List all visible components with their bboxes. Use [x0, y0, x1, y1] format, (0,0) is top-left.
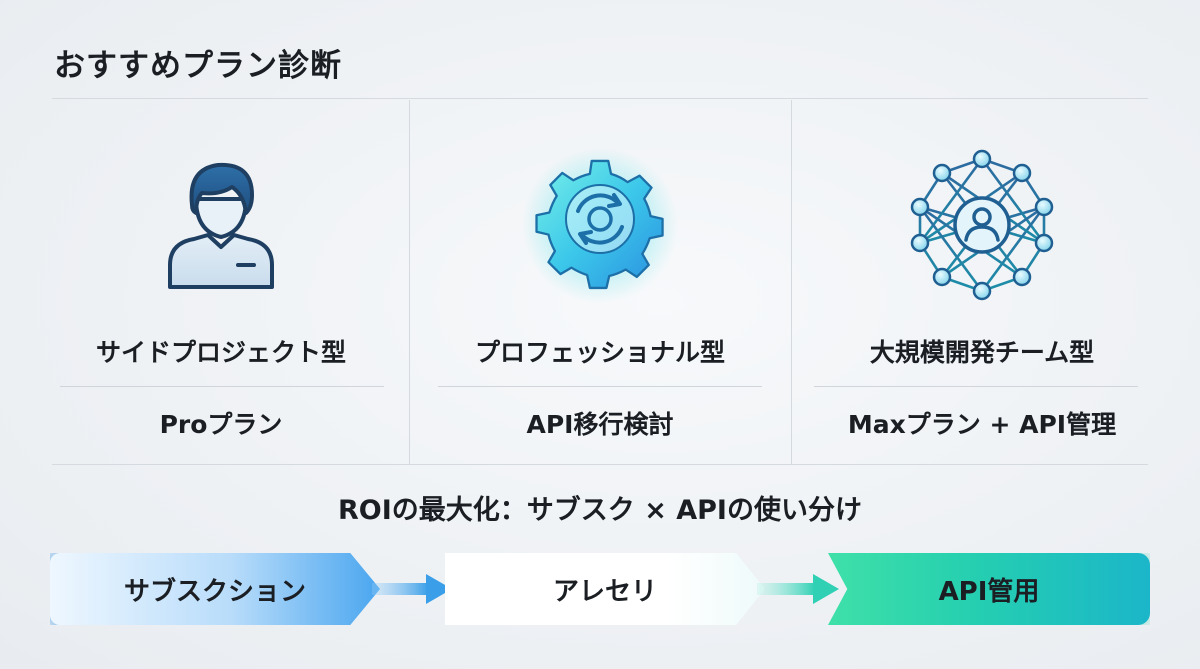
plan-type-label: プロフェッショナル型 — [474, 338, 725, 367]
plan-type-label: 大規模開発チーム型 — [869, 338, 1095, 367]
arrow-right-icon — [372, 574, 452, 604]
header-divider — [52, 98, 1148, 99]
plan-recommendation: Maxプラン + API管理 — [847, 410, 1117, 439]
network-team-icon — [902, 140, 1062, 310]
arrow-right-icon — [757, 574, 839, 604]
columns-bottom-divider — [52, 464, 1148, 465]
flow-step-label: サブスクション — [123, 576, 306, 607]
flow-step-label: アレセリ — [552, 576, 657, 607]
column-divider — [814, 386, 1138, 387]
plan-column-professional: プロフェッショナル型 API移行検討 — [410, 100, 790, 464]
column-separator-1 — [409, 100, 410, 464]
page-title: おすすめプラン診断 — [54, 48, 342, 84]
column-divider — [60, 386, 384, 387]
column-separator-2 — [791, 100, 792, 464]
gear-sync-icon — [520, 140, 680, 310]
plan-column-side-project: サイドプロジェクト型 Proプラン — [31, 100, 411, 464]
flow-step-label: API管用 — [938, 576, 1040, 607]
column-divider — [438, 386, 762, 387]
roi-heading: ROIの最大化：サブスク × APIの使い分け — [338, 495, 862, 526]
person-icon — [141, 140, 301, 310]
flow-step-subscription: サブスクション — [50, 553, 380, 625]
flow-step-allocation: アレセリ — [445, 553, 765, 625]
plan-recommendation: Proプラン — [159, 410, 283, 439]
plan-type-label: サイドプロジェクト型 — [95, 338, 346, 367]
flow-step-api: API管用 — [828, 553, 1150, 625]
plan-column-large-team: 大規模開発チーム型 Maxプラン + API管理 — [792, 100, 1172, 464]
plan-recommendation: API移行検討 — [526, 410, 674, 439]
